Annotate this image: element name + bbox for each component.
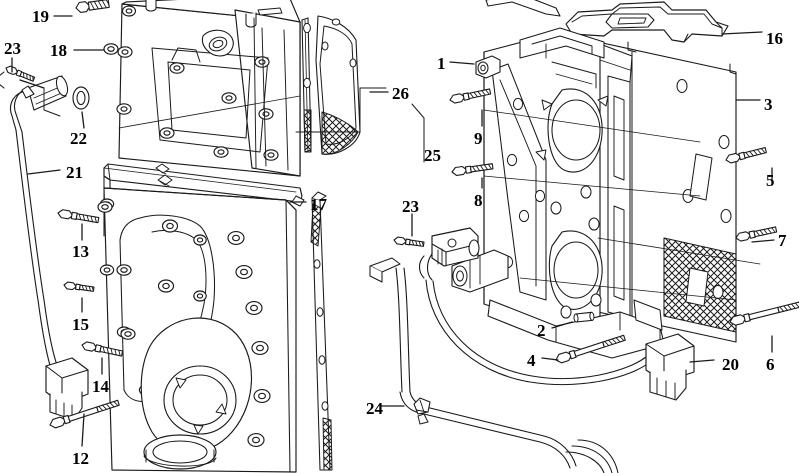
washer-18 (103, 43, 119, 55)
callout-22: 22 (70, 129, 87, 148)
callout-3: 3 (764, 95, 773, 114)
crankshaft-sensor-center (369, 227, 695, 473)
callout-14: 14 (92, 377, 109, 396)
gasket-upper-left (295, 15, 387, 155)
callout-8: 8 (474, 191, 483, 210)
callout-16: 16 (766, 29, 783, 48)
bolt-6 (728, 299, 799, 327)
callout-18: 18 (50, 41, 67, 60)
leader-lines (11, 15, 775, 447)
callout-17: 17 (310, 195, 327, 214)
callout-6: 6 (766, 355, 775, 374)
callout-25: 25 (424, 146, 441, 165)
callout-7: 7 (778, 231, 787, 250)
bolt-7 (734, 224, 778, 243)
callout-12: 12 (72, 449, 89, 468)
callout-21: 21 (66, 163, 83, 182)
callout-24: 24 (366, 399, 383, 418)
callout-9: 9 (474, 129, 483, 148)
profile-gasket-top (485, 0, 729, 43)
bolt-13 (56, 208, 100, 225)
left-edge-gasket (310, 191, 333, 471)
washer-15 (116, 264, 132, 276)
callout-23-center: 23 (402, 197, 419, 216)
bolt-19 (75, 0, 110, 13)
crankshaft-sensor-left (0, 64, 90, 421)
washer-14 (120, 328, 136, 340)
callout-13: 13 (72, 242, 89, 261)
callout-15: 15 (72, 315, 89, 334)
callout-26: 26 (392, 84, 409, 103)
lower-left-cover (99, 187, 297, 473)
callout-23-left: 23 (4, 39, 21, 58)
callout-19: 19 (32, 7, 49, 26)
dowel-pin-2 (573, 311, 595, 323)
callout-20: 20 (722, 355, 739, 374)
callout-1: 1 (437, 54, 446, 73)
washer-13 (97, 201, 113, 213)
sealing-strip (103, 163, 305, 237)
callout-5: 5 (766, 171, 775, 190)
callout-2: 2 (537, 321, 546, 340)
callout-4: 4 (527, 351, 536, 370)
bolt-15 (62, 281, 95, 294)
upper-left-cover (116, 0, 301, 177)
